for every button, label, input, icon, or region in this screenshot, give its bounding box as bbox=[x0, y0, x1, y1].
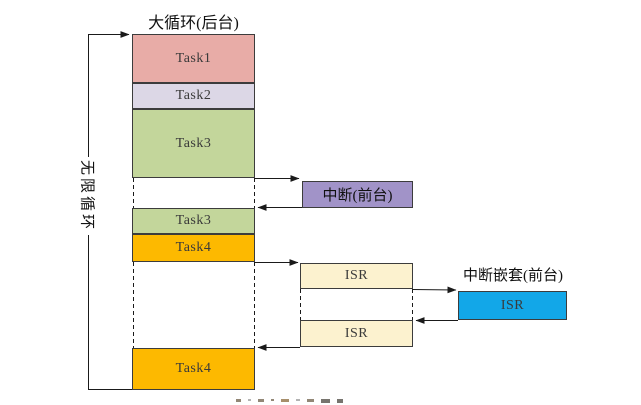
background-loop-title: 大循环(后台) bbox=[148, 15, 239, 32]
isr-to-nested-isr-arrow bbox=[412, 286, 457, 294]
interrupt-nesting-label: 中断嵌套(前台) bbox=[463, 268, 563, 284]
task4-resume-box: Task4 bbox=[132, 348, 255, 390]
nested-isr-box: ISR bbox=[458, 291, 567, 320]
task4-box: Task4 bbox=[132, 234, 255, 262]
task3-box: Task3 bbox=[132, 109, 255, 178]
task1-box: Task1 bbox=[132, 34, 255, 83]
isr-resume-box: ISR bbox=[300, 320, 413, 347]
task3-resume-box: Task3 bbox=[132, 208, 255, 234]
isr-box: ISR bbox=[300, 263, 413, 289]
task2-box: Task2 bbox=[132, 83, 255, 109]
interrupt-foreground-box: 中断(前台) bbox=[302, 181, 413, 208]
infinite-loop-label: 无限循环 bbox=[77, 156, 99, 236]
clipped-caption-marks bbox=[236, 399, 406, 404]
